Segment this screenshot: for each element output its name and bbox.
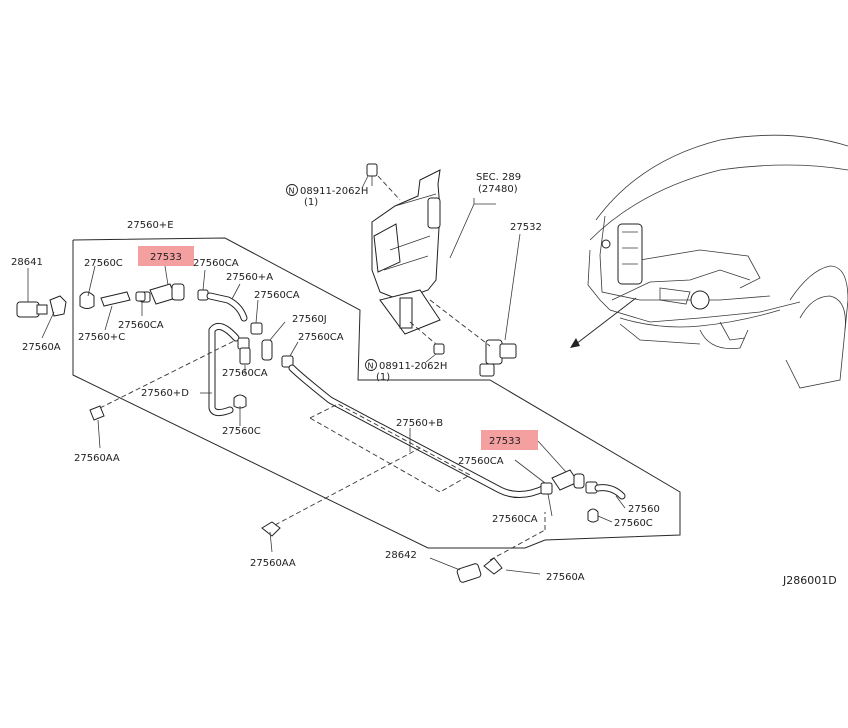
label-27560a-bottom: 27560A (546, 572, 585, 583)
nozzle-28641 (16, 268, 67, 339)
dashed-leader-nozzle-bottom (489, 529, 546, 561)
nozzle-28642 (429, 557, 541, 583)
label-bolt-top: 08911-2062H (300, 186, 368, 197)
check-valve-27533-bottom (537, 440, 585, 491)
clip-27560c-mid (233, 394, 247, 426)
label-27560a-left: 27560A (22, 342, 61, 353)
label-27560ca-5: 27560CA (222, 368, 268, 379)
label-27560-plus-a: 27560+A (226, 272, 273, 283)
clip-27560c-top (79, 265, 96, 309)
label-27560c-right: 27560C (614, 518, 653, 529)
clamp-27560ca-mid-2 (237, 337, 251, 374)
clamp-27560ca-right-1 (514, 459, 553, 495)
label-bolt-bottom: 08911-2062H (379, 361, 447, 372)
hose-27560c-plus (100, 291, 131, 331)
dashed-leader-aa-bottom (274, 447, 421, 526)
sec-289-bracket (449, 203, 496, 259)
clamp-27560ca-mid-3 (281, 341, 299, 368)
label-bolt-top-qty: (1) (304, 197, 318, 208)
label-27532: 27532 (510, 222, 542, 233)
highlight-27533-bottom (481, 430, 538, 450)
vehicle-outline (570, 134, 848, 389)
clip-27560aa-left (89, 405, 105, 449)
clip-27560c-right (587, 508, 613, 523)
label-27560aa-left: 27560AA (74, 453, 120, 464)
n-symbol-top-icon (286, 184, 298, 196)
label-27560e: 27560+E (127, 220, 174, 231)
label-27560: 27560 (628, 504, 660, 515)
label-27560ca-6: 27560CA (458, 456, 504, 467)
n-symbol-top: N (289, 187, 295, 196)
highlight-27533-top (138, 246, 194, 266)
washer-tank (371, 169, 441, 335)
check-valve-27533-top (139, 265, 185, 305)
label-27560ca-1: 27560CA (193, 258, 239, 269)
label-27560-plus-b: 27560+B (396, 418, 443, 429)
label-bolt-bottom-qty: (1) (376, 372, 390, 383)
label-27560-plus-d: 27560+D (141, 388, 189, 399)
clamp-27560ca-mid-1 (250, 299, 263, 335)
n-symbol-bottom-icon (365, 359, 377, 371)
label-27560ca-4: 27560CA (298, 332, 344, 343)
label-27533-bottom: 27533 (489, 436, 521, 447)
bolt-bottom (409, 321, 445, 363)
clamp-27560ca-top-right (197, 269, 209, 301)
label-27560c-top: 27560C (84, 258, 123, 269)
dashed-leader-aa-left (99, 339, 237, 409)
label-27560ca-2: 27560CA (254, 290, 300, 301)
label-sec-289: SEC. 289 (476, 172, 521, 183)
label-sec-289-ref: (27480) (478, 184, 518, 195)
figure-id: J286001D (782, 574, 837, 587)
label-27560c-mid: 27560C (222, 426, 261, 437)
joint-27560j (261, 321, 286, 361)
label-28642: 28642 (385, 550, 417, 561)
label-27560-plus-c: 27560+C (78, 332, 125, 343)
label-27560aa-bottom: 27560AA (250, 558, 296, 569)
n-symbol-bottom: N (368, 362, 374, 371)
label-28641: 28641 (11, 257, 43, 268)
label-27560ca-3: 27560CA (118, 320, 164, 331)
label-27560ca-7: 27560CA (492, 514, 538, 525)
label-27560j: 27560J (292, 314, 327, 325)
clip-27560aa-bottom (261, 521, 281, 553)
frame-outline (72, 237, 681, 549)
clamp-27560ca-top-left (135, 291, 146, 316)
washer-pump-27532 (429, 233, 521, 377)
bolt-top (366, 163, 401, 201)
dashed-box-27560b (309, 403, 471, 493)
label-27533-top: 27533 (150, 252, 182, 263)
